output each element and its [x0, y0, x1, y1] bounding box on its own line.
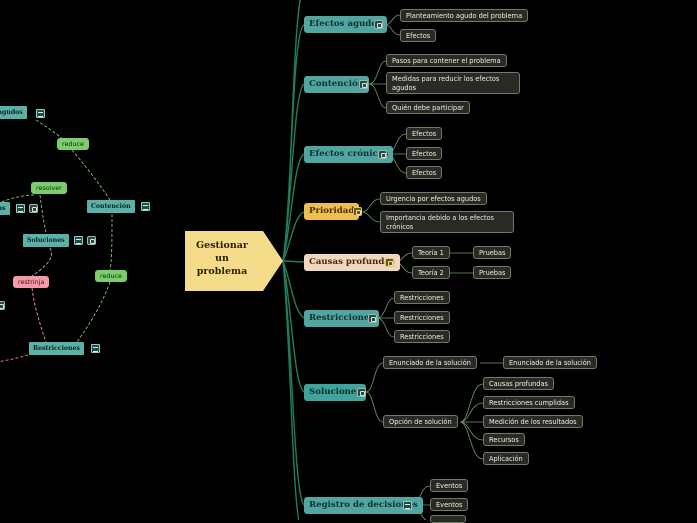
note-icon[interactable] [378, 150, 387, 159]
subtopic-quien[interactable]: Quién debe participar [386, 101, 470, 114]
link-icon[interactable] [29, 204, 38, 213]
subtopic-teoria-2[interactable]: Teoría 2 [412, 266, 450, 279]
central-topic[interactable]: Gestionar un problema [185, 231, 283, 291]
note-icon[interactable] [368, 314, 377, 323]
notes-icon[interactable] [16, 204, 25, 213]
topic-restricciones[interactable]: Restricciones [304, 310, 380, 327]
topic-contencion[interactable]: Contención [304, 76, 369, 93]
subtopic-efectos[interactable]: Efectos [400, 29, 437, 42]
note-icon[interactable] [353, 207, 362, 216]
subtopic-causas[interactable]: Causas profundas [483, 377, 554, 390]
notes-icon[interactable] [36, 109, 45, 118]
mini-node-as[interactable]: as [0, 202, 10, 215]
subtopic-aplicacion[interactable]: Aplicación [483, 452, 529, 465]
subtopic-pasos[interactable]: Pasos para contener el problema [386, 54, 507, 67]
topic-soluciones[interactable]: Soluciones [304, 384, 367, 401]
notes-icon[interactable] [403, 501, 412, 510]
relation-reduce-1[interactable]: reduce [57, 138, 89, 150]
subtopic-medidas[interactable]: Medidas para reducir los efectos agudos [386, 72, 520, 94]
central-topic-shape [185, 231, 283, 291]
topic-causas-profundas[interactable]: Causas profundas [304, 254, 400, 271]
subtopic-eventos-1[interactable]: Eventos [430, 479, 469, 492]
subtopic-importancia[interactable]: Importancia debido a los efectos crónico… [380, 211, 514, 233]
mini-node-soluciones[interactable]: Soluciones [23, 234, 69, 247]
subtopic-restricciones-3[interactable]: Restricciones [394, 330, 450, 343]
subtopic-teoria-1[interactable]: Teoría 1 [412, 246, 450, 259]
topic-registro-decisiones[interactable]: Registro de decisiones [304, 497, 423, 514]
subtopic-restricciones-2[interactable]: Restricciones [394, 311, 450, 324]
note-icon[interactable] [385, 258, 394, 267]
relation-reduce-2[interactable]: reduce [95, 270, 127, 282]
subtopic-efectos-1[interactable]: Efectos [406, 127, 443, 140]
subtopic-eventos-2[interactable]: Eventos [430, 498, 469, 511]
note-icon[interactable] [357, 388, 366, 397]
mini-node-contencion[interactable]: Contención [87, 200, 135, 213]
notes-icon[interactable] [141, 202, 150, 211]
subtopic-opcion[interactable]: Opción de solución [383, 415, 458, 428]
mini-node-agudos[interactable]: agudos [0, 106, 27, 119]
subtopic-medicion[interactable]: Medición de los resultados [483, 415, 583, 428]
notes-icon[interactable] [74, 236, 83, 245]
central-line-1: Gestionar [196, 240, 248, 251]
subtopic-pruebas-2[interactable]: Pruebas [473, 266, 512, 279]
topic-prioridad[interactable]: Prioridad [304, 203, 360, 220]
subtopic-restricciones-cumplidas[interactable]: Restricciones cumplidas [483, 396, 575, 409]
subtopic-efectos-3[interactable]: Efectos [406, 166, 443, 179]
subtopic-enunciado-detail[interactable]: Enunciado de la solución [503, 356, 597, 369]
subtopic-enunciado[interactable]: Enunciado de la solución [383, 356, 477, 369]
subtopic-efectos-2[interactable]: Efectos [406, 147, 443, 160]
central-line-2: un [215, 253, 229, 264]
subtopic-pruebas-1[interactable]: Pruebas [473, 246, 512, 259]
note-icon[interactable] [359, 80, 368, 89]
relation-resolver[interactable]: resolver [31, 182, 67, 194]
note-icon[interactable] [374, 20, 383, 29]
subtopic-planteamiento[interactable]: Planteamiento agudo del problema [400, 9, 529, 22]
relation-restrinja[interactable]: restrinja [13, 276, 50, 288]
subtopic-restricciones-1[interactable]: Restricciones [394, 291, 450, 304]
central-line-3: problema [196, 266, 248, 277]
subtopic-eventos-3[interactable] [430, 515, 466, 523]
link-icon[interactable] [87, 236, 96, 245]
link-icon[interactable] [0, 301, 5, 310]
subtopic-recursos[interactable]: Recursos [483, 433, 525, 446]
topic-efectos-agudos[interactable]: Efectos agudos [304, 16, 387, 33]
subtopic-urgencia[interactable]: Urgencia por efectos agudos [380, 192, 487, 205]
topic-efectos-cronicos[interactable]: Efectos crónicos [304, 146, 394, 163]
notes-icon[interactable] [91, 344, 100, 353]
central-topic-label: Gestionar un problema [185, 239, 259, 278]
mini-node-restricciones[interactable]: Restricciones [29, 342, 84, 355]
